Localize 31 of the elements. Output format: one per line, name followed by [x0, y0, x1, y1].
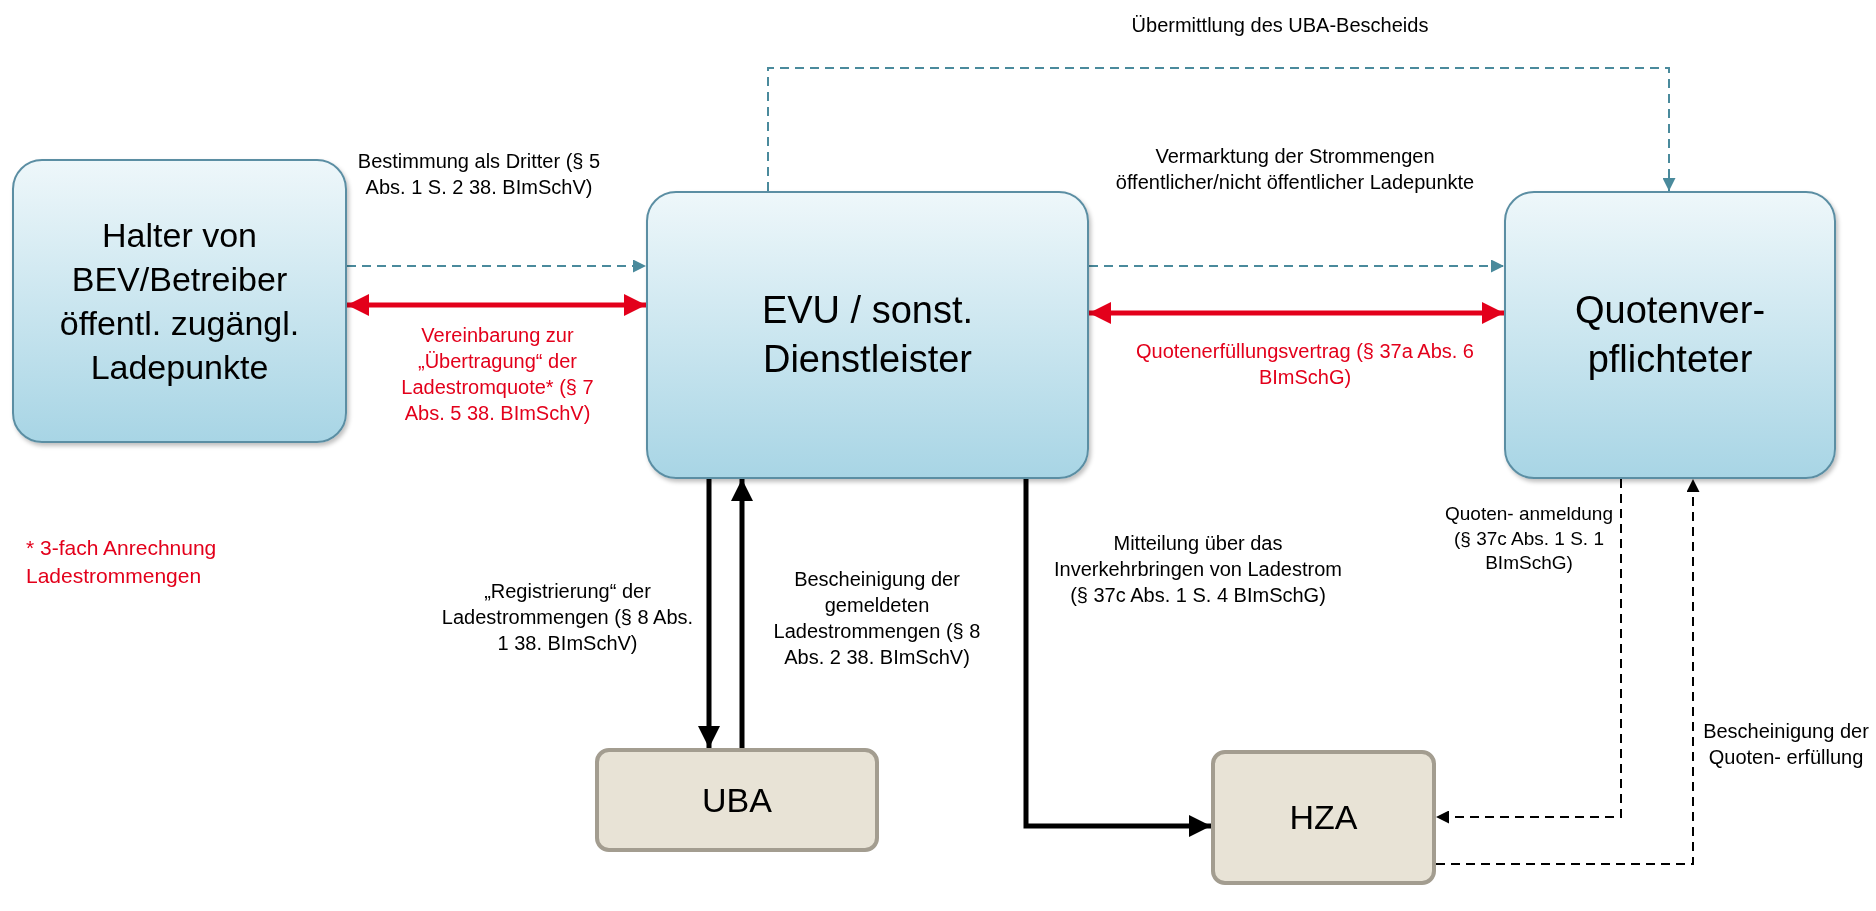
process-box: [1211, 750, 1436, 885]
edge-label: Bescheinigung der Quoten- erfüllung: [1702, 719, 1870, 770]
process-box: [595, 748, 879, 852]
arrow: [698, 479, 720, 748]
edge-label: Übermittlung des UBA-Bescheids: [1130, 13, 1430, 38]
edge-label: Quotenerfüllungsvertrag (§ 37a Abs. 6 BImSchG): [1135, 339, 1475, 390]
edge-label: Bescheinigung der gemeldeten Ladestrommengen (§ 8 Abs. 2 38. BImSchV): [772, 567, 982, 670]
arrow: [347, 294, 646, 316]
node-label: HZA: [1288, 797, 1359, 839]
footnote: * 3-fach Anrechnung Ladestrommengen: [26, 535, 218, 590]
node-label: Halter von BEV/Betreiber öffentl. zugängl. Ladepunkte: [58, 214, 301, 389]
arrow: [1435, 478, 1700, 865]
edge-label: Bestimmung als Dritter (§ 5 Abs. 1 S. 2 38. BImSchV): [356, 149, 602, 200]
edge-label: „Registrierung“ der Ladestrommengen (§ 8 Abs. 1 38. BImSchV): [440, 579, 695, 656]
arrow: [1435, 478, 1622, 824]
node-label: Quotenver- pflichteter: [1573, 287, 1767, 382]
arrow: [767, 67, 1676, 192]
arrow: [1089, 302, 1504, 324]
arrow: [731, 479, 753, 748]
process-box: [1504, 191, 1836, 479]
process-box: [646, 191, 1089, 479]
arrow: [1023, 479, 1211, 837]
edge-label: Vereinbarung zur „Übertragung“ der Ladestromquote* (§ 7 Abs. 5 38. BImSchV): [400, 323, 595, 426]
process-box: [12, 159, 347, 443]
edge-label: Vermarktung der Strommengen öffentlicher/nicht öffentlicher Ladepunkte: [1114, 144, 1476, 195]
node-label: UBA: [701, 779, 773, 821]
node-label: EVU / sonst. Dienstleister: [760, 287, 975, 382]
edge-label: Mitteilung über das Inverkehrbringen von Ladestrom (§ 37c Abs. 1 S. 4 BImSchG): [1053, 531, 1343, 608]
edge-label: Quoten- anmeldung (§ 37c Abs. 1 S. 1 BImSchG): [1444, 502, 1614, 576]
arrow: [1088, 259, 1505, 273]
arrow: [346, 259, 647, 273]
